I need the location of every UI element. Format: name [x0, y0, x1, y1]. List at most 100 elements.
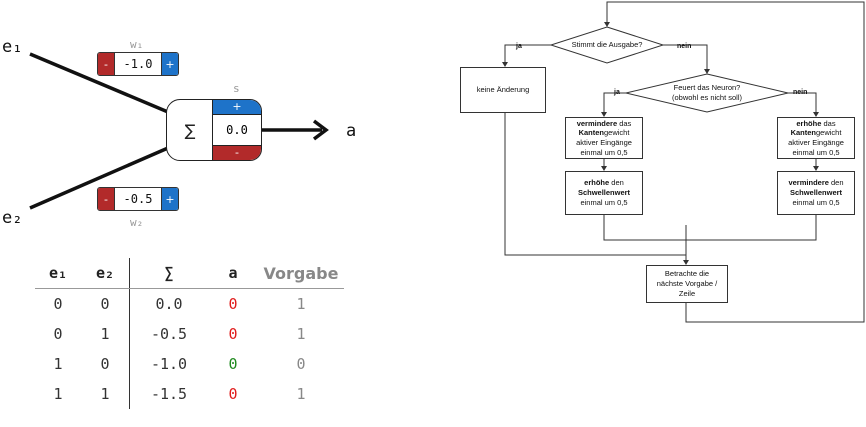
arrow-left-box2	[601, 166, 607, 171]
input1-edge	[29, 52, 169, 114]
decision2-no-label: nein	[793, 89, 808, 96]
cell-sum: -0.5	[129, 319, 208, 349]
input2-edge	[29, 146, 169, 210]
rb1-t2: gewicht	[815, 128, 842, 138]
weight1-stepper: - -1.0 +	[97, 52, 179, 76]
lb2-bold1: erhöhe	[584, 178, 610, 188]
arrow-left-box1	[601, 112, 607, 117]
weight2-value: -0.5	[114, 188, 162, 210]
weight2-decrement-button[interactable]: -	[98, 188, 114, 210]
lb1-t3: aktiver Eingänge	[576, 138, 632, 147]
threshold-decrement-button[interactable]: -	[213, 146, 261, 160]
cell-vorgabe: 1	[296, 295, 306, 313]
decision1-no-line	[663, 44, 708, 73]
cell-sum: 0.0	[129, 288, 208, 319]
next-line1: Betrachte die	[664, 269, 710, 279]
arrow-no-change	[502, 62, 508, 67]
decision1-no-label: nein	[677, 43, 692, 50]
decrease-weight-box: vermindere das Kantengewicht aktiver Ein…	[565, 117, 643, 159]
header-a: a	[208, 258, 258, 289]
cell-sum: -1.0	[129, 349, 208, 379]
truth-table-header: e₁ e₂ ∑ a Vorgabe	[35, 258, 344, 289]
increase-weight-box: erhöhe das Kantengewicht aktiver Eingäng…	[777, 117, 855, 159]
weight2-stepper: - -0.5 +	[97, 187, 179, 211]
rb1-bold2: Kanten	[790, 128, 816, 138]
rb1-bold1: erhöhe	[796, 118, 822, 128]
output-label: a	[346, 121, 357, 141]
right-merge-line	[686, 215, 817, 241]
decision2-no-line	[788, 92, 817, 116]
lb2-bold2: Schwellenwert	[577, 188, 631, 198]
output-arrowhead	[312, 119, 329, 141]
arrow-decision2	[704, 69, 710, 74]
decision2-diamond	[625, 73, 789, 113]
loop-back-line	[606, 1, 865, 323]
cell-vorgabe: 0	[296, 355, 306, 373]
cell-vorgabe: 1	[296, 385, 306, 403]
weight1-increment-button[interactable]: +	[162, 53, 178, 75]
input1-label: e₁	[2, 37, 23, 57]
decision1-yes-line	[504, 44, 551, 66]
decision1-text: Stimmt die Ausgabe?	[571, 40, 643, 49]
weight1-decrement-button[interactable]: -	[98, 53, 114, 75]
cell-a: 0	[228, 325, 238, 343]
cell-e2: 0	[100, 295, 110, 313]
cell-e1: 0	[53, 325, 63, 343]
cell-a: 0	[228, 385, 238, 403]
lb1-bold1: vermindere	[576, 118, 618, 128]
cell-sum: -1.5	[129, 379, 208, 409]
table-row: 1 0 -1.0 0 0	[35, 349, 344, 379]
cell-vorgabe: 1	[296, 325, 306, 343]
table-row: 1 1 -1.5 0 1	[35, 379, 344, 409]
decision2-yes-line	[603, 92, 626, 116]
decision1-diamond	[549, 26, 665, 64]
header-e2: e₂	[81, 258, 130, 289]
rb2-t1: den	[828, 178, 844, 188]
rb2-t3: einmal um 0,5	[792, 197, 840, 207]
table-row: 0 0 0.0 0 1	[35, 288, 344, 319]
table-row: 0 1 -0.5 0 1	[35, 319, 344, 349]
no-change-merge-line	[504, 113, 686, 256]
arrow-right-box1	[813, 112, 819, 117]
threshold-increment-button[interactable]: +	[213, 100, 261, 114]
arrow-decision1	[604, 22, 610, 27]
weight2-increment-button[interactable]: +	[162, 188, 178, 210]
header-sum: ∑	[129, 258, 208, 289]
lb1-bold2: Kanten	[578, 128, 604, 138]
no-change-box: keine Änderung	[460, 67, 546, 113]
rb1-t1: das	[821, 118, 836, 128]
rb1-t4: einmal um 0,5	[792, 147, 840, 157]
lb1-t1: das	[617, 118, 632, 128]
header-vorgabe: Vorgabe	[258, 258, 344, 289]
threshold-value: 0.0	[213, 114, 261, 146]
cell-e1: 1	[53, 355, 63, 373]
weight1-label: w₁	[130, 38, 144, 51]
next-line3: Zeile	[678, 288, 696, 298]
lb1-t2: gewicht	[603, 128, 630, 138]
lb1-t4: einmal um 0,5	[580, 147, 628, 157]
cell-e2: 1	[100, 385, 110, 403]
decrease-threshold-box: vermindere den Schwellenwert einmal um 0…	[777, 171, 855, 215]
arrow-right-box2	[813, 166, 819, 171]
left-merge-line	[603, 215, 686, 241]
decision2-yes-label: ja	[614, 89, 620, 96]
sum-symbol: ∑	[166, 99, 214, 161]
next-line2: nächste Vorgabe /	[656, 279, 718, 289]
weight2-label: w₂	[130, 216, 144, 229]
neuron-body: ∑ + 0.0 -	[166, 99, 262, 161]
cell-e1: 1	[53, 385, 63, 403]
truth-table: e₁ e₂ ∑ a Vorgabe 0 0 0.0 0 1 0 1 -0.5 0…	[35, 258, 344, 409]
decision2-text: Feuert das Neuron? (obwohl es nicht soll…	[656, 83, 758, 103]
rb2-bold2: Schwellenwert	[789, 188, 843, 198]
weight1-value: -1.0	[114, 53, 162, 75]
increase-threshold-box: erhöhe den Schwellenwert einmal um 0,5	[565, 171, 643, 215]
cell-e2: 0	[100, 355, 110, 373]
next-row-box: Betrachte die nächste Vorgabe / Zeile	[646, 265, 728, 303]
lb2-t1: den	[609, 178, 624, 188]
lb2-t3: einmal um 0,5	[580, 197, 628, 207]
cell-e2: 1	[100, 325, 110, 343]
cell-a: 0	[228, 295, 238, 313]
threshold-stepper: + 0.0 -	[212, 99, 262, 161]
